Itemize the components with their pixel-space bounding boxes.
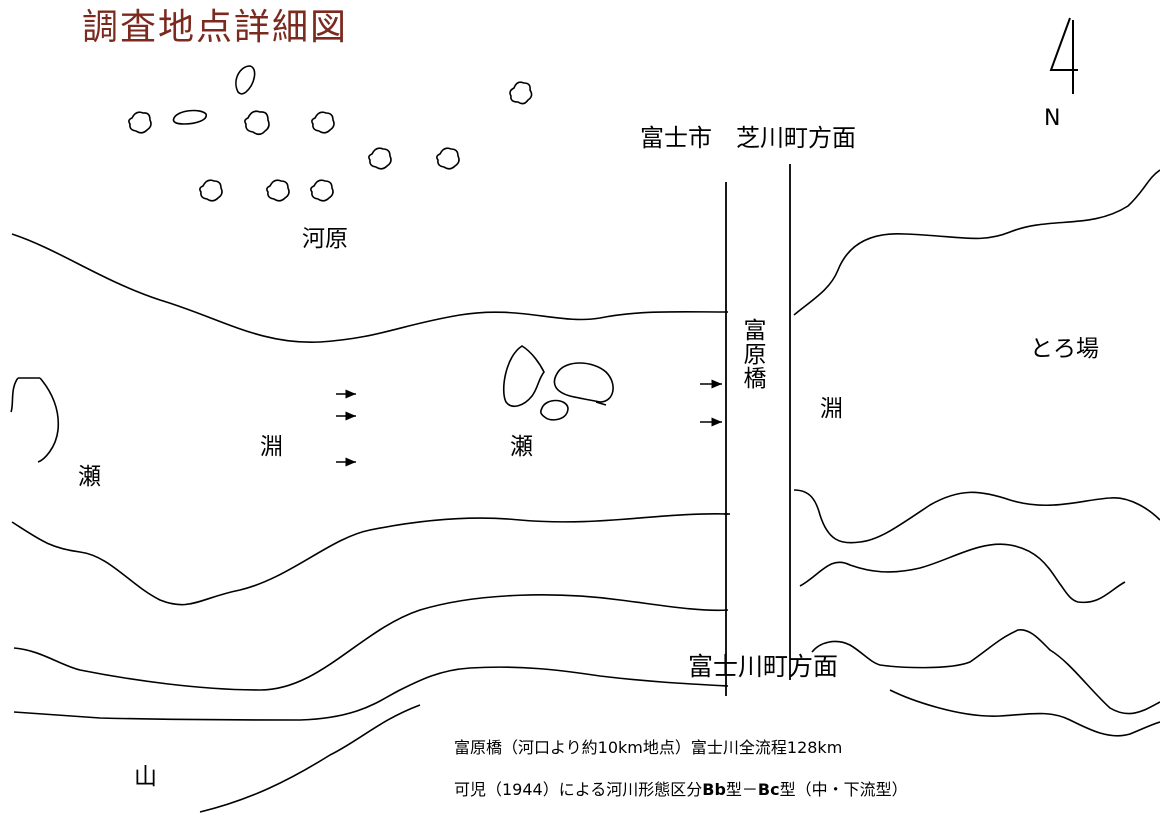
rock: [244, 110, 270, 136]
river-bank-upper-right: [793, 169, 1160, 316]
island-b: [553, 362, 614, 403]
note-line-1: 富原橋（河口より約10km地点）富士川全流程128km: [454, 738, 843, 757]
left-oxbow: [10, 377, 60, 463]
north-label: N: [1044, 106, 1061, 131]
map-title: 調査地点詳細図: [82, 7, 349, 48]
rock: [266, 179, 290, 202]
label-kawara: 河原: [302, 226, 348, 252]
rock: [235, 65, 256, 95]
label-toroba: とろ場: [1030, 336, 1099, 362]
river-bank-lower-left: [11, 513, 729, 606]
island-a: [502, 345, 545, 408]
label-fuji-kawacho: 富士川町方面: [688, 652, 839, 681]
rock: [436, 147, 460, 170]
river-bank-upper-left: [11, 233, 729, 343]
north-arrow-icon: [1049, 17, 1078, 94]
label-fuchi-left: 淵: [260, 434, 283, 460]
note-line-2: 可児（1944）による河川形態区分Bb型－Bc型（中・下流型）: [454, 780, 908, 799]
label-se-left: 瀬: [78, 464, 101, 490]
label-fuji-shibakawa: 富士市 芝川町方面: [640, 124, 856, 152]
label-bridge: 富原橋: [739, 318, 765, 390]
label-yama: 山: [134, 764, 157, 790]
contour-right-2: [799, 543, 1126, 604]
rock: [368, 147, 392, 170]
mid-river-rocks: [502, 345, 614, 421]
bridge: [725, 164, 791, 696]
rock: [509, 81, 533, 105]
rock: [172, 109, 207, 125]
rock: [128, 111, 152, 134]
rocks: [128, 65, 533, 202]
rock: [310, 179, 334, 202]
rock: [199, 179, 223, 202]
contour-right-3: [811, 629, 1160, 715]
contour-left-4: [199, 704, 421, 813]
contour-right-4: [889, 689, 1160, 737]
river-bank-lower-right: [793, 489, 1160, 544]
label-se-center: 瀬: [510, 434, 533, 460]
flow-arrows: [336, 379, 722, 467]
label-fuchi-right: 淵: [820, 396, 843, 422]
contour-left-2: [13, 594, 729, 691]
island-c: [540, 399, 569, 421]
contour-left-3: [13, 666, 729, 721]
rock: [311, 111, 335, 134]
contour-lines: [10, 169, 1160, 813]
